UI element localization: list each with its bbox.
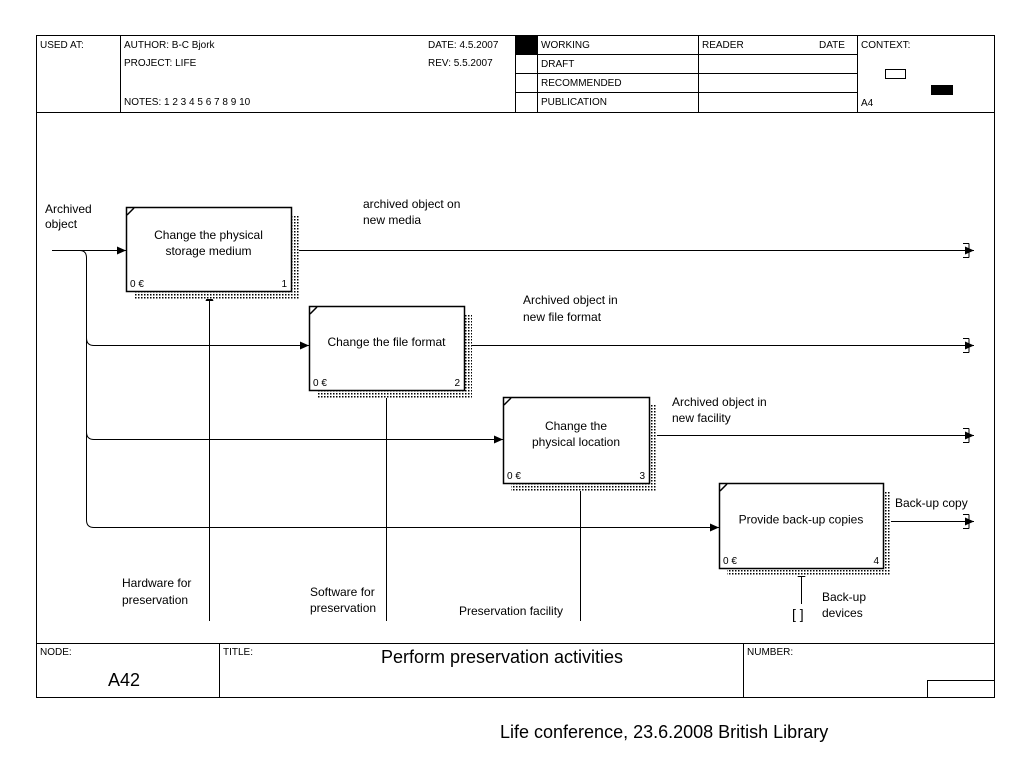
tunnel-brackets — [963, 243, 970, 529]
status-working: WORKING — [541, 40, 590, 51]
tunnel-icon — [963, 338, 970, 353]
box-corner-mark — [126, 207, 135, 216]
slide-caption: Life conference, 23.6.2008 British Libra… — [500, 722, 829, 742]
footer-block — [36, 643, 995, 697]
header-block — [36, 36, 995, 113]
date-text: DATE: 4.5.2007 — [428, 40, 499, 51]
reader-date-label: DATE — [819, 40, 845, 51]
input-label: Archived object — [45, 202, 95, 231]
project-text: PROJECT: LIFE — [124, 58, 197, 69]
mechanism-label-line: preservation — [310, 601, 376, 615]
box-border — [718, 482, 885, 570]
output-label-line: new facility — [672, 411, 731, 425]
connectors — [52, 246, 974, 621]
output-label-2: Archived object in new file format — [523, 293, 621, 324]
box-cost: 0 € — [313, 378, 327, 389]
mechanism-label-1: Hardware for preservation — [122, 576, 195, 607]
box-title: Change the file format — [327, 335, 446, 349]
output-label-3: Archived object in new facility — [672, 395, 770, 425]
title-label: TITLE: — [223, 647, 253, 658]
status-recommended: RECOMMENDED — [541, 78, 622, 89]
context-sheet: A4 — [861, 98, 874, 109]
working-status-marker — [516, 36, 537, 54]
box-title: Provide back-up copies — [739, 513, 864, 527]
box-number: 1 — [281, 279, 287, 290]
box-corner-mark — [719, 483, 728, 492]
mechanism-label-line: Back-up — [822, 590, 866, 604]
input-arrow-box2 — [86, 337, 309, 350]
box-title: Change the physical — [154, 228, 263, 242]
tunnel-icon — [963, 514, 970, 529]
mechanism-label-4: Back-up devices — [822, 590, 869, 620]
box-cost: 0 € — [507, 471, 521, 482]
output-label-4: Back-up copy — [895, 496, 968, 510]
activity-box: Provide back-up copies 0 € 4 — [718, 482, 891, 576]
output-label-line: Archived object in — [672, 395, 767, 409]
rev-text: REV: 5.5.2007 — [428, 58, 493, 69]
box-number: 4 — [873, 556, 879, 567]
output-label-1: archived object on new media — [363, 197, 464, 227]
box-cost: 0 € — [723, 556, 737, 567]
box-title: physical location — [532, 435, 620, 449]
output-label-line: new media — [363, 213, 421, 227]
input-label-line: object — [45, 217, 78, 231]
author-text: AUTHOR: B-C Bjork — [124, 40, 216, 51]
activity-box: Change the physical storage medium 0 € 1 — [125, 206, 299, 299]
input-label-line: Archived — [45, 202, 92, 216]
activity-box: Change the file format 0 € 2 — [308, 305, 472, 398]
diagram-title: Perform preservation activities — [381, 647, 623, 667]
reader-label: READER — [702, 40, 744, 51]
box-cost: 0 € — [130, 279, 144, 290]
mechanism-label-line: devices — [822, 606, 863, 620]
context-parent-box-icon — [885, 69, 906, 79]
input-branch-trunk — [79, 250, 95, 528]
box-corner-mark — [503, 397, 512, 406]
mechanism-label-line: Hardware for — [122, 576, 191, 590]
box-number: 3 — [639, 471, 645, 482]
input-arrow-box3 — [86, 431, 503, 444]
context-current-box-icon — [931, 85, 953, 95]
status-publication: PUBLICATION — [541, 97, 607, 108]
tunnel-icon — [963, 428, 970, 443]
box-border — [502, 396, 651, 485]
box-border — [125, 206, 293, 293]
output-label-line: archived object on — [363, 197, 460, 211]
mechanism-label-line: preservation — [122, 593, 188, 607]
output-label-line: new file format — [523, 310, 602, 324]
tunnel-icon — [963, 243, 970, 258]
node-value: A42 — [108, 670, 140, 690]
box-title: storage medium — [165, 244, 251, 258]
notes-text: NOTES: 1 2 3 4 5 6 7 8 9 10 — [124, 97, 251, 108]
node-label: NODE: — [40, 647, 72, 658]
number-label: NUMBER: — [747, 647, 793, 658]
mechanism-label-line: Software for — [310, 585, 375, 599]
frame-border — [36, 35, 995, 698]
context-label: CONTEXT: — [861, 40, 910, 51]
box-border — [308, 305, 466, 392]
status-draft: DRAFT — [541, 59, 574, 70]
mechanism-label-3: Preservation facility — [459, 604, 563, 618]
mechanism-tunnel-icon: [ ] — [792, 606, 804, 622]
box-corner-mark — [309, 306, 318, 315]
used-at-label: USED AT: — [40, 40, 84, 51]
activity-box: Change the physical location 0 € 3 — [502, 396, 657, 491]
mechanism-label-2: Software for preservation — [310, 585, 378, 615]
output-label-line: Archived object in — [523, 293, 618, 307]
box-title: Change the — [545, 419, 607, 433]
box-number: 2 — [454, 378, 460, 389]
